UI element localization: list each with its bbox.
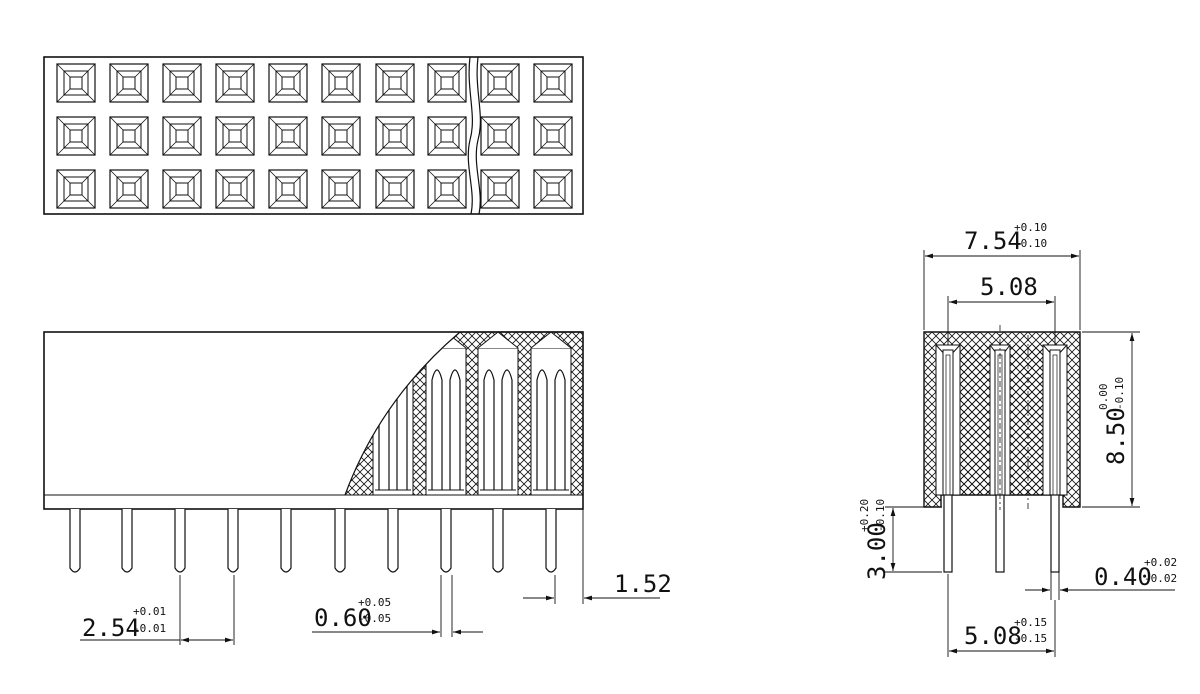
contact-cell — [533, 116, 573, 156]
top-view-body — [43, 56, 584, 215]
contact-cell — [268, 63, 308, 103]
dim-pin-width-side: 0.40 +0.02 -0.02 — [1025, 556, 1177, 600]
pin-pitch-value: 2.54 — [82, 614, 140, 642]
contact-cell — [268, 116, 308, 156]
contact-cell — [162, 116, 202, 156]
cutaway-boundary — [344, 331, 583, 496]
front-pin — [121, 509, 133, 573]
front-pin — [545, 509, 557, 573]
contact-cell — [109, 169, 149, 209]
cutaway-section — [345, 332, 583, 495]
end-offset-value: 1.52 — [614, 570, 672, 598]
tail-length-tol-minus: -0.10 — [874, 499, 887, 532]
contact-cell — [215, 116, 255, 156]
contact-cell — [56, 169, 96, 209]
front-pin — [174, 509, 186, 573]
break-line — [467, 56, 473, 215]
row-spacing-bottom-value: 5.08 — [964, 622, 1022, 650]
contact-cell — [321, 116, 361, 156]
dim-pin-pitch: 2.54 +0.01 -0.01 — [80, 575, 235, 645]
contact-cell — [533, 63, 573, 103]
contact-cell — [375, 116, 415, 156]
front-view: 2.54 +0.01 -0.01 0.60 +0.05 -0.05 1.52 — [43, 331, 672, 645]
tail-length-tol-plus: +0.20 — [858, 499, 871, 532]
row-spacing-bottom-tol-plus: +0.15 — [1014, 616, 1047, 629]
dim-end-offset: 1.52 — [523, 509, 672, 604]
body-height-value: 8.50 — [1102, 407, 1130, 465]
contact-cell — [427, 116, 467, 156]
pin-width-side-tol-plus: +0.02 — [1144, 556, 1177, 569]
contact-cell — [56, 116, 96, 156]
body-width-value: 7.54 — [964, 227, 1022, 255]
contact-cell — [268, 169, 308, 209]
contact-cell — [427, 169, 467, 209]
contact-cell — [162, 63, 202, 103]
break-line — [475, 56, 481, 215]
contact-cell — [375, 63, 415, 103]
front-pin — [69, 509, 81, 573]
contact-cell — [480, 63, 520, 103]
contact-cell-grid — [56, 63, 573, 209]
body-width-tol-minus: -0.10 — [1014, 237, 1047, 250]
side-contact — [1049, 349, 1061, 573]
contact-cell — [533, 169, 573, 209]
contact-cell — [321, 63, 361, 103]
pin-pitch-tol-minus: -0.01 — [133, 622, 166, 635]
body-width-tol-plus: +0.10 — [1014, 221, 1047, 234]
pin-pitch-tol-plus: +0.01 — [133, 605, 166, 618]
contact-cell — [56, 63, 96, 103]
contact-cell — [480, 169, 520, 209]
front-pin — [280, 509, 292, 573]
contact-cell — [162, 169, 202, 209]
pin-width-front-value: 0.60 — [314, 604, 372, 632]
front-pin — [440, 509, 452, 573]
pin-width-front-tol-minus: -0.05 — [358, 612, 391, 625]
front-pin — [334, 509, 346, 573]
dim-body-height: 8.50 0.00 -0.10 — [1082, 331, 1140, 508]
contact-cell — [109, 63, 149, 103]
row-spacing-top-value: 5.08 — [980, 273, 1038, 301]
front-pins — [69, 509, 557, 573]
row-spacing-bottom-tol-minus: -0.15 — [1014, 632, 1047, 645]
pin-width-side-value: 0.40 — [1094, 563, 1152, 591]
contact-cell — [321, 169, 361, 209]
front-pin — [387, 509, 399, 573]
contact-cell — [109, 116, 149, 156]
dim-tail-length: 3.00 +0.20 -0.10 — [858, 499, 942, 580]
front-pin — [227, 509, 239, 573]
dim-body-width: 7.54 +0.10 -0.10 — [923, 221, 1081, 330]
pin-width-front-tol-plus: +0.05 — [358, 596, 391, 609]
tail-length-value: 3.00 — [863, 522, 891, 580]
contact-cell — [215, 169, 255, 209]
contact-cell — [375, 169, 415, 209]
front-pin — [492, 509, 504, 573]
contact-cell — [480, 116, 520, 156]
side-view: 7.54 +0.10 -0.10 5.08 8.50 0.00 -0.10 3.… — [858, 221, 1177, 657]
dim-pin-width-front: 0.60 +0.05 -0.05 — [312, 575, 483, 637]
side-contact — [942, 349, 954, 573]
dim-row-spacing-top: 5.08 — [947, 273, 1056, 345]
dim-row-spacing-bottom: 5.08 +0.15 -0.15 — [947, 574, 1056, 657]
body-height-tol-plus: 0.00 — [1097, 384, 1110, 411]
pin-width-side-tol-minus: -0.02 — [1144, 572, 1177, 585]
top-view — [43, 56, 584, 215]
contact-cell — [427, 63, 467, 103]
contact-cell — [215, 63, 255, 103]
body-height-tol-minus: -0.10 — [1113, 377, 1126, 410]
